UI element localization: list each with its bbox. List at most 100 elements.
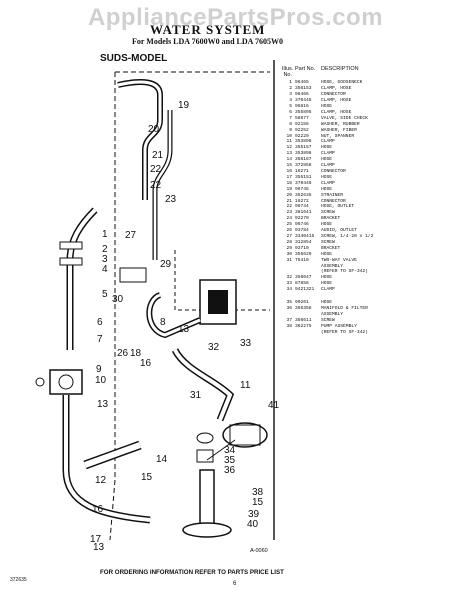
part-number: 92229 xyxy=(295,133,309,139)
part-number: 370446 xyxy=(295,180,312,186)
illus-number: 32 xyxy=(286,275,292,281)
side-check-valve xyxy=(49,369,83,395)
callout-label: 35 xyxy=(224,455,236,466)
illus-number: 35 xyxy=(286,300,292,306)
page-title: WATER SYSTEM xyxy=(150,22,266,37)
part-description: PUMP ASSEMBLY xyxy=(321,323,357,329)
part-number: 312854 xyxy=(295,239,312,245)
pump-shaft xyxy=(199,469,215,526)
illus-number: 10 xyxy=(286,133,292,139)
connector-hose-inner xyxy=(83,442,142,468)
manifold-body xyxy=(229,424,261,446)
part-description: HOSE xyxy=(321,251,333,257)
illus-number: 28 xyxy=(286,239,292,245)
part-description: BRACKET xyxy=(321,216,341,222)
drain-hose-inner xyxy=(64,395,151,522)
callout-label: 19 xyxy=(178,100,190,111)
callout-label: 15 xyxy=(141,472,153,483)
illus-number: 20 xyxy=(286,192,292,198)
callout-label: 34 xyxy=(224,445,236,456)
washer-8 xyxy=(35,377,45,387)
col-illus-header: Illus. No. xyxy=(282,66,294,79)
col-desc-header: DESCRIPTION xyxy=(321,66,359,72)
hose-35 xyxy=(196,432,214,444)
callout-label: 15 xyxy=(252,497,264,508)
part-description: CONNECTOR xyxy=(321,169,346,174)
figure-code: A-0060 xyxy=(250,548,268,554)
callout-label: 32 xyxy=(208,342,220,353)
fill-hose-inner xyxy=(68,208,97,350)
part-number: 92156 xyxy=(295,121,309,127)
part-number: 353898 xyxy=(295,139,312,145)
part-number: 370445 xyxy=(295,98,312,104)
part-description: HOSE, OUTLET xyxy=(321,204,355,210)
part-description: HOSE xyxy=(321,186,333,192)
part-number: 58677 xyxy=(295,115,309,121)
callout-label: 30 xyxy=(112,294,124,305)
callout-label: 16 xyxy=(92,504,104,515)
part-number: 96744 xyxy=(295,204,309,210)
fill-hose xyxy=(66,207,98,350)
part-number: 96746 xyxy=(295,222,309,228)
part-description: TWO-WAY VALVE xyxy=(321,257,357,263)
illus-number: 25 xyxy=(286,222,292,228)
part-description: BRACKET xyxy=(321,245,341,251)
illus-number: 29 xyxy=(286,245,292,251)
part-number: 355157 xyxy=(295,145,312,151)
pump-base xyxy=(182,522,232,538)
part-number: 355895 xyxy=(295,109,312,115)
part-description: (REFER TO SF-342) xyxy=(321,329,368,335)
part-description: CLAMP xyxy=(321,287,335,293)
illus-number: 18 xyxy=(286,180,292,186)
part-number xyxy=(295,330,321,336)
model-subtitle: For Models LDA 7600W0 and LDA 7605W0 xyxy=(132,37,283,46)
document-id: 372635 xyxy=(10,577,27,583)
part-number: 362275 xyxy=(295,323,312,329)
illus-number: 34 xyxy=(286,287,292,293)
part-number: 372858 xyxy=(295,163,312,169)
callout-label: 11 xyxy=(240,380,251,391)
illus-number: 14 xyxy=(286,157,292,163)
illus-number: 27 xyxy=(286,233,292,239)
illus-number: 31 xyxy=(286,257,292,263)
model-label: SUDS-MODEL xyxy=(100,53,168,64)
illus-number: 15 xyxy=(286,163,292,169)
callout-label: 31 xyxy=(190,390,202,401)
part-number: 92270 xyxy=(295,216,309,222)
valve-nut xyxy=(58,374,74,390)
illus-number: 37 xyxy=(286,317,292,323)
parts-list-row: (REFER TO SF-342) xyxy=(282,330,468,336)
callout-label: 9 xyxy=(96,364,102,375)
part-description: ASSEMBLY xyxy=(321,311,344,317)
outlet-hose-inner xyxy=(153,110,172,260)
part-description: HOSE xyxy=(321,104,333,110)
part-description: VALVE, SIDE CHECK xyxy=(321,115,368,121)
illus-number: 13 xyxy=(286,151,292,157)
part-number: 96466 xyxy=(295,92,309,98)
callout-label: 14 xyxy=(156,454,168,465)
illus-number: 33 xyxy=(286,281,292,287)
callout-label: 36 xyxy=(224,465,236,476)
part-number: 87858 xyxy=(295,281,309,287)
illus-number: 8 xyxy=(289,121,292,127)
part-number: 90261 xyxy=(295,300,309,306)
illus-number xyxy=(282,330,295,336)
callout-label: 33 xyxy=(240,338,252,349)
callout-label: 29 xyxy=(160,259,172,270)
part-number: 93784 xyxy=(295,228,309,234)
clamp-4 xyxy=(59,257,83,266)
